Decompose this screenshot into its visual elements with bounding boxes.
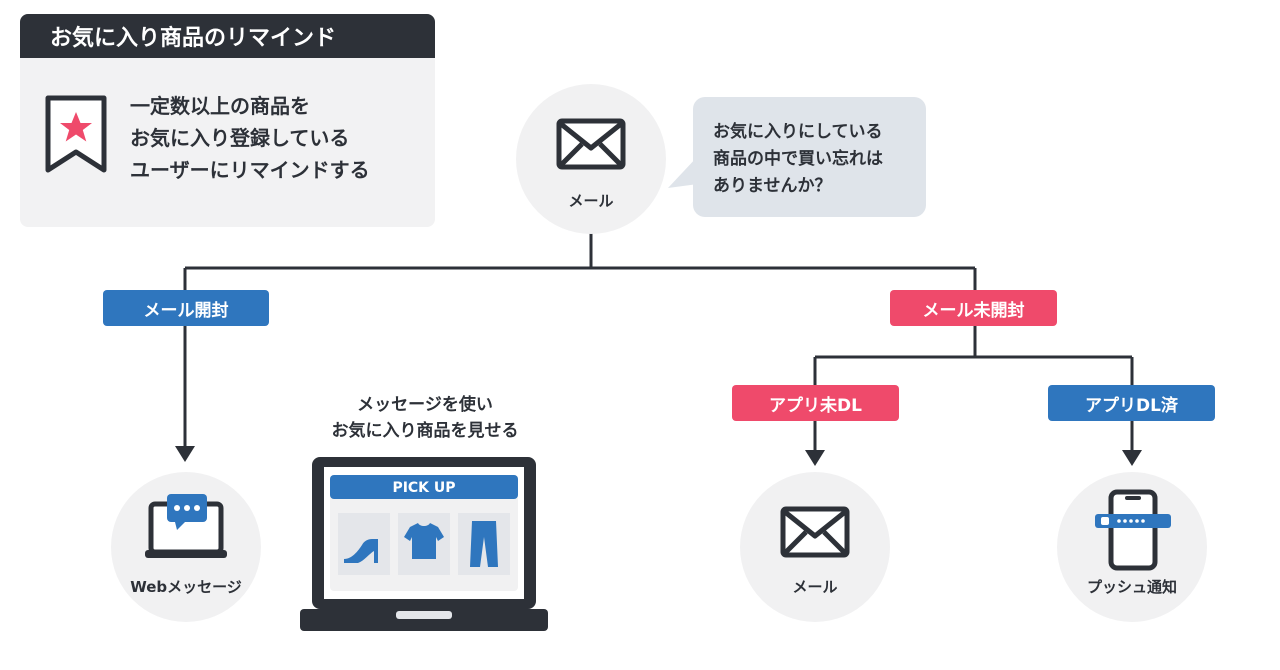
leaf-web-label: Webメッセージ bbox=[130, 578, 242, 596]
leaf-mail: メール bbox=[740, 472, 890, 622]
info-box: お気に入り商品のリマインド 一定数以上の商品を お気に入り登録している ユーザー… bbox=[20, 14, 435, 227]
web-message-icon bbox=[145, 494, 227, 558]
info-title: お気に入り商品のリマインド bbox=[20, 14, 435, 58]
arrow-head-mail bbox=[805, 450, 825, 466]
info-description: 一定数以上の商品を お気に入り登録している ユーザーにリマインドする bbox=[130, 90, 370, 186]
smartphone-notification-icon bbox=[1095, 489, 1171, 571]
bubble-tail bbox=[668, 156, 698, 188]
tshirt-icon bbox=[404, 523, 444, 559]
bubble-line: ありませんか？ bbox=[713, 176, 832, 196]
leaf-push-notification: プッシュ通知 bbox=[1057, 472, 1207, 622]
bookmark-star-icon bbox=[45, 95, 107, 173]
arrow-head-web bbox=[175, 446, 195, 462]
arrow-head-push bbox=[1122, 450, 1142, 466]
speech-bubble: お気に入りにしている 商品の中で買い忘れは ありませんか？ bbox=[693, 97, 926, 217]
top-mail-node: メール bbox=[516, 84, 666, 234]
tag-mail-opened: メール開封 bbox=[103, 290, 269, 326]
tag-app-not-downloaded: アプリ未DL bbox=[732, 385, 899, 421]
caption-line: メッセージを使い bbox=[357, 395, 493, 415]
laptop-caption: メッセージを使い お気に入り商品を見せる bbox=[300, 392, 550, 444]
pants-icon bbox=[470, 521, 498, 567]
caption-line: お気に入り商品を見せる bbox=[331, 421, 519, 441]
mail-icon bbox=[556, 118, 626, 170]
leaf-web-message: Webメッセージ bbox=[111, 472, 261, 622]
info-line: ユーザーにリマインドする bbox=[130, 158, 370, 182]
laptop-illustration: PICK UP bbox=[300, 457, 548, 631]
pick-up-label: PICK UP bbox=[392, 480, 455, 496]
leaf-mail-label: メール bbox=[792, 578, 838, 596]
laptop-base bbox=[300, 609, 548, 631]
tag-app-downloaded: アプリDL済 bbox=[1048, 385, 1215, 421]
mail-icon bbox=[780, 506, 850, 558]
info-line: 一定数以上の商品を bbox=[130, 94, 310, 118]
shoe-icon bbox=[344, 539, 378, 563]
bubble-line: お気に入りにしている bbox=[713, 122, 883, 142]
leaf-push-label: プッシュ通知 bbox=[1086, 578, 1177, 596]
info-line: お気に入り登録している bbox=[130, 126, 350, 150]
top-mail-label: メール bbox=[568, 192, 614, 210]
tag-mail-unopened: メール未開封 bbox=[890, 290, 1057, 326]
pick-up-banner bbox=[330, 475, 518, 499]
bubble-line: 商品の中で買い忘れは bbox=[713, 149, 883, 169]
